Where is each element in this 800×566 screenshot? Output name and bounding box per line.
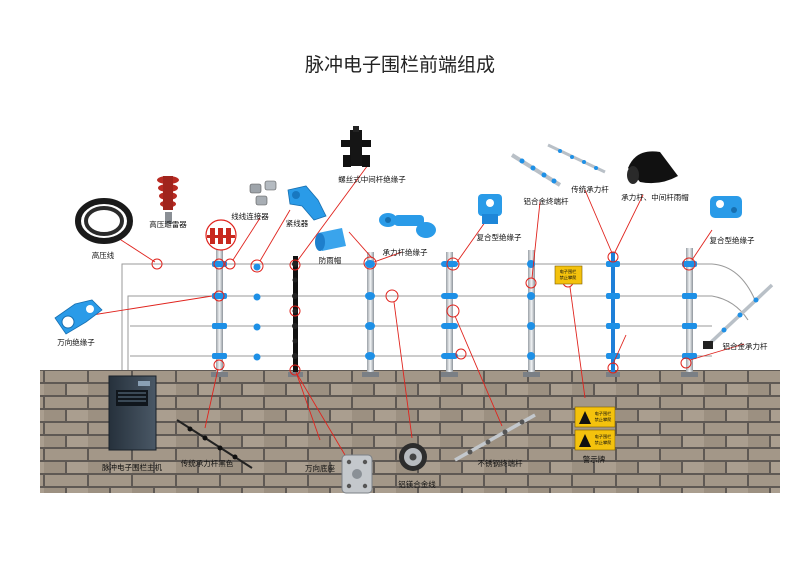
composite-insulator-image-2 xyxy=(710,196,742,218)
label-traditional-rod-black: 传统承力杆黑色 xyxy=(181,458,234,468)
label-aluminum-alloy-wire: 铝镁合金线 xyxy=(398,479,436,489)
label-aluminum-terminal-rod: 铝合金终端杆 xyxy=(524,196,569,206)
black-pole-insulators xyxy=(292,261,298,359)
svg-text:禁止攀爬: 禁止攀爬 xyxy=(595,416,613,423)
traditional-bearing-rod-image xyxy=(547,143,606,174)
tensioner-image xyxy=(287,185,327,221)
warning-sign-large-1: 电子围栏 禁止攀爬 xyxy=(574,406,616,428)
host-box xyxy=(108,375,157,451)
label-wire-connector: 线线连接器 xyxy=(231,211,269,221)
bearing-insulator-image xyxy=(379,213,436,238)
surge-arrester-on-pole xyxy=(205,219,237,251)
rain-cap-image xyxy=(315,228,346,251)
universal-insulator-image xyxy=(54,299,103,335)
wire-connector-image xyxy=(249,180,277,206)
label-rod-cap: 承力杆、中间杆雨帽 xyxy=(621,192,689,202)
leader-lines xyxy=(85,164,745,456)
page-title: 脉冲电子围栏前端组成 xyxy=(305,54,495,76)
label-warning-sign: 警示牌 xyxy=(583,454,606,464)
universal-base-image xyxy=(341,454,373,494)
fence-poles xyxy=(216,248,693,376)
label-traditional-bearing-rod: 传统承力杆 xyxy=(571,184,609,194)
highlight-circles xyxy=(151,251,696,376)
surge-arrester-image xyxy=(157,176,179,224)
label-screw-insulator: 螺丝式中间杆绝缘子 xyxy=(338,174,406,184)
label-bearing-insulator: 承力杆绝缘子 xyxy=(383,247,428,257)
aluminum-terminal-rod-image xyxy=(510,153,562,187)
aluminum-alloy-wire-spool xyxy=(399,443,427,471)
screw-insulator-image xyxy=(341,126,371,167)
svg-text:电子围栏: 电子围栏 xyxy=(595,433,612,440)
traditional-rod-black-image xyxy=(176,419,253,469)
label-tensioner: 紧线器 xyxy=(286,218,309,228)
label-host: 脉冲电子围栏主机 xyxy=(102,462,162,472)
rod-cap-image xyxy=(627,151,678,184)
stainless-terminal-rod-image xyxy=(454,413,536,462)
label-rain-cap: 防雨帽 xyxy=(319,255,342,265)
svg-text:禁止攀爬: 禁止攀爬 xyxy=(560,274,578,281)
label-high-voltage-wire: 高压线 xyxy=(92,250,115,260)
label-universal-base: 万向底座 xyxy=(305,463,335,473)
svg-text:电子围栏: 电子围栏 xyxy=(595,410,612,417)
label-stainless-terminal-rod: 不锈钢终端杆 xyxy=(478,458,523,468)
high-voltage-wire-coil xyxy=(75,198,133,244)
warning-sign-on-fence: 电子围栏 禁止攀爬 xyxy=(554,265,583,285)
label-universal-insulator: 万向绝缘子 xyxy=(57,337,95,347)
pole-insulators xyxy=(212,260,697,361)
svg-text:电子围栏: 电子围栏 xyxy=(560,268,577,275)
host-cable xyxy=(121,263,140,370)
label-surge-arrester: 高压避雷器 xyxy=(149,219,187,229)
composite-insulator-image-1 xyxy=(478,194,502,224)
label-aluminum-bearing-rod: 铝合金承力杆 xyxy=(723,341,768,351)
warning-sign-large-2: 电子围栏 禁止攀爬 xyxy=(574,429,616,451)
svg-text:禁止攀爬: 禁止攀爬 xyxy=(595,439,613,446)
brick-wall xyxy=(40,370,780,493)
aluminum-bearing-rod-image xyxy=(703,283,774,349)
fence-wires xyxy=(130,263,756,357)
label-composite-insulator-2: 复合型绝缘子 xyxy=(710,235,755,245)
label-composite-insulator-1: 复合型绝缘子 xyxy=(477,232,522,242)
